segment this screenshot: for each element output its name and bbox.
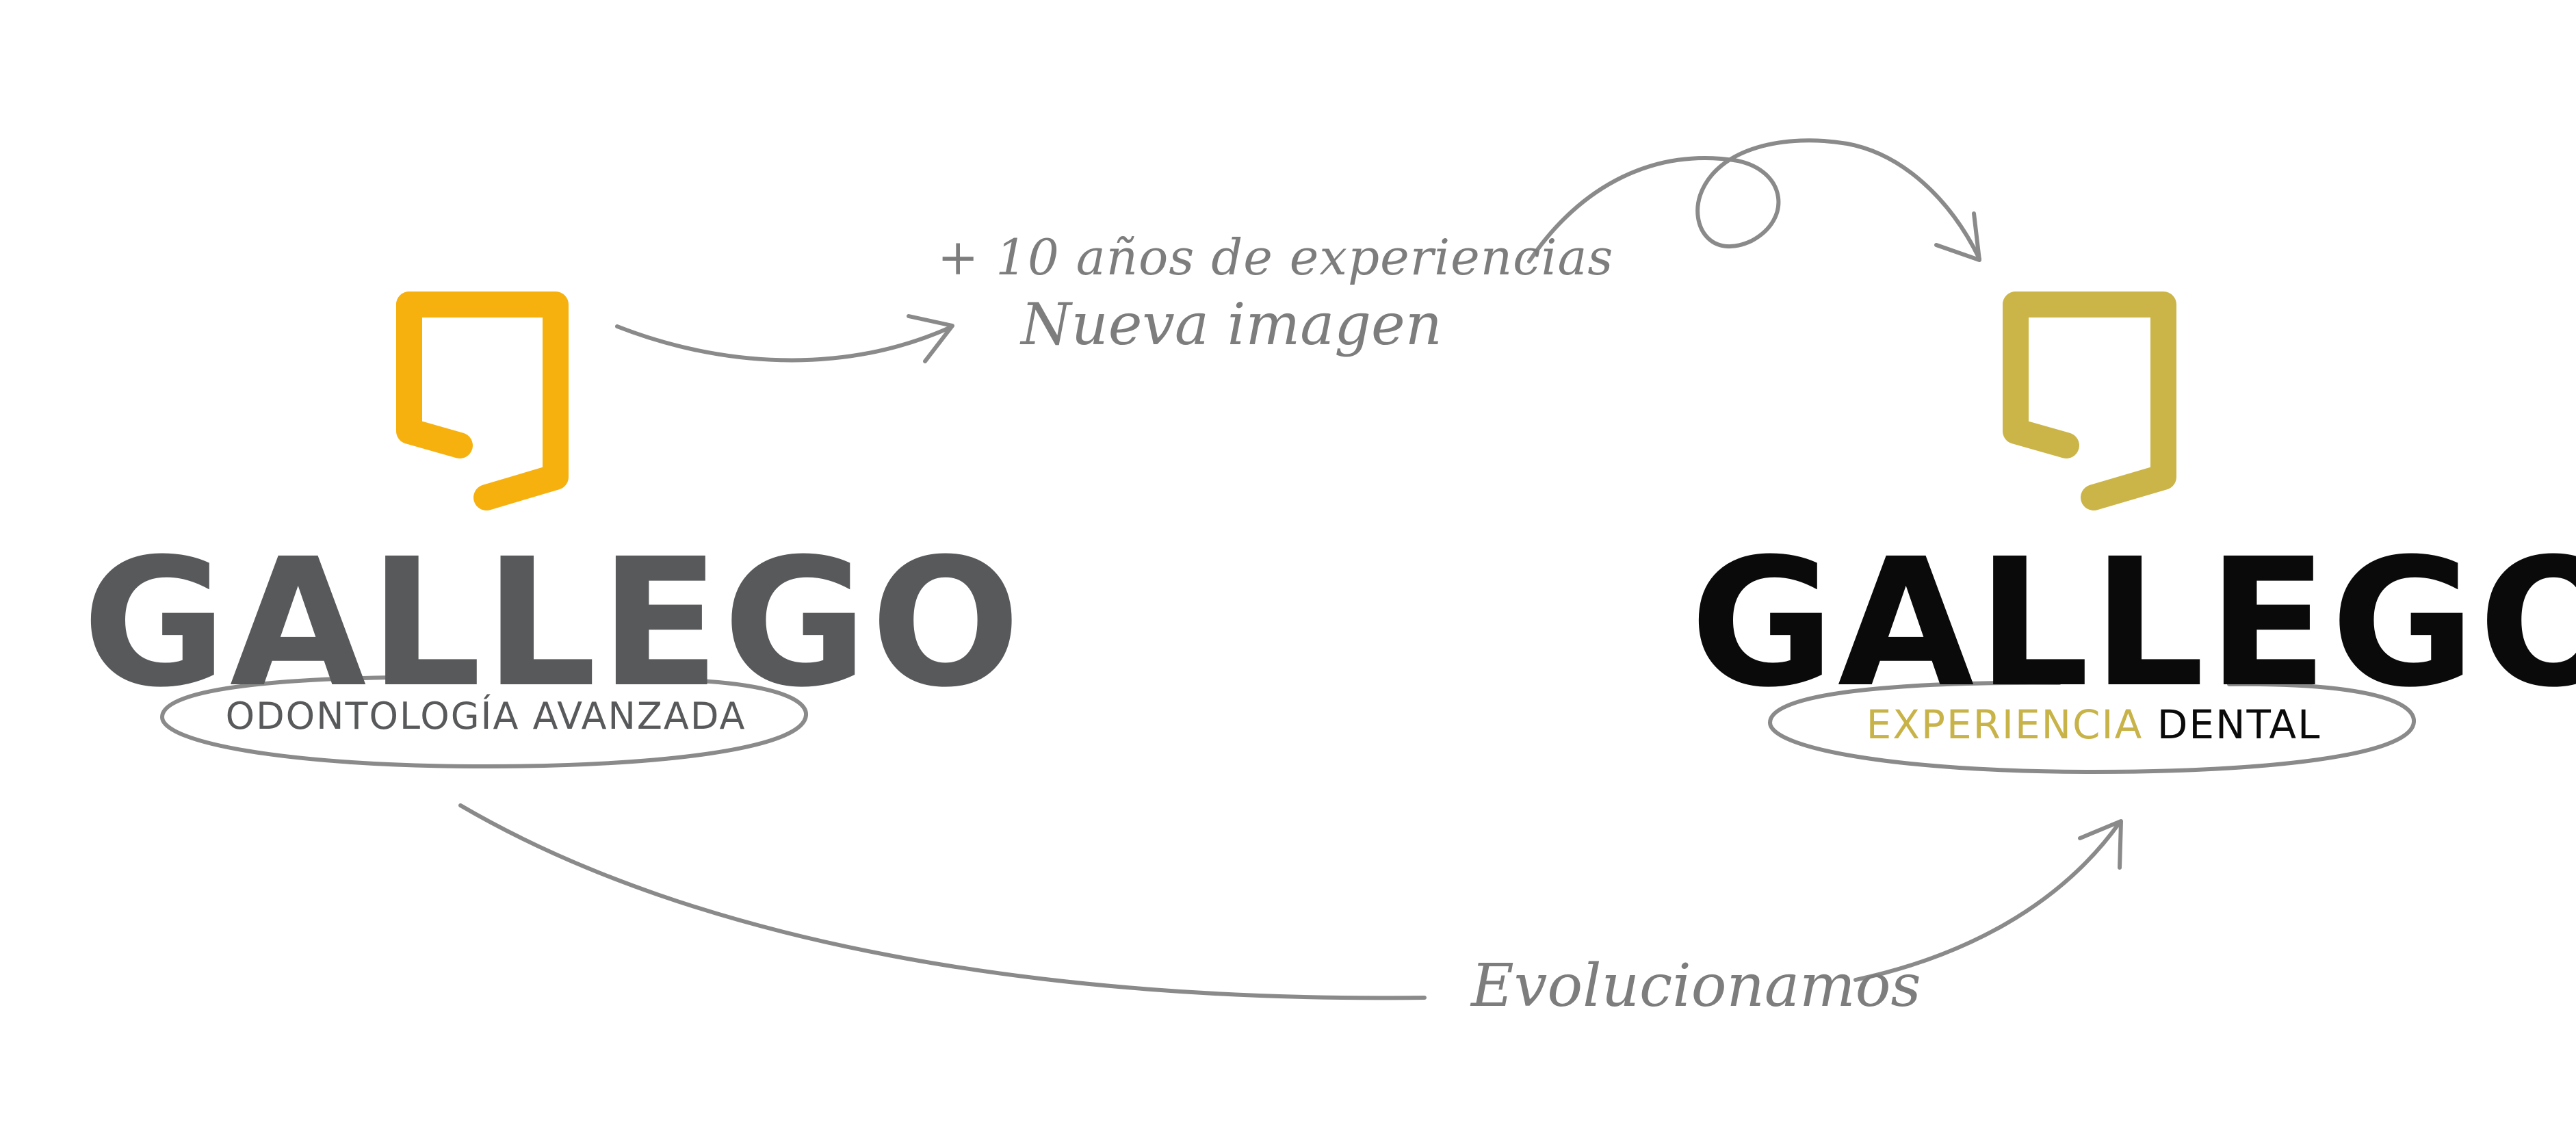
- new-tagline-dental: DENTAL: [2157, 701, 2321, 748]
- new-logo-tagline: EXPERIENCIA DENTAL: [1772, 705, 2415, 744]
- arrow-evolution: [458, 803, 2123, 1000]
- old-logo-icon: [396, 292, 569, 510]
- arrow-to-notes: [615, 314, 954, 363]
- new-tagline-experiencia: EXPERIENCIA: [1866, 701, 2144, 748]
- note-new-image: Nueva imagen: [1021, 291, 1442, 358]
- old-tagline-ellipse: [159, 675, 808, 769]
- note-evolve: Evolucionamos: [1471, 952, 1921, 1020]
- new-tagline-ellipse: [1767, 680, 2417, 775]
- new-logo-wordmark: GALLEGO: [1690, 521, 2576, 726]
- old-logo-wordmark: GALLEGO: [82, 521, 1024, 726]
- note-experience: + 10 años de experiencias: [937, 229, 1614, 286]
- new-logo-icon: [2003, 292, 2176, 510]
- old-logo-tagline: ODONTOLOGÍA AVANZADA: [225, 695, 746, 738]
- arrow-to-new-logo: [1527, 138, 1981, 263]
